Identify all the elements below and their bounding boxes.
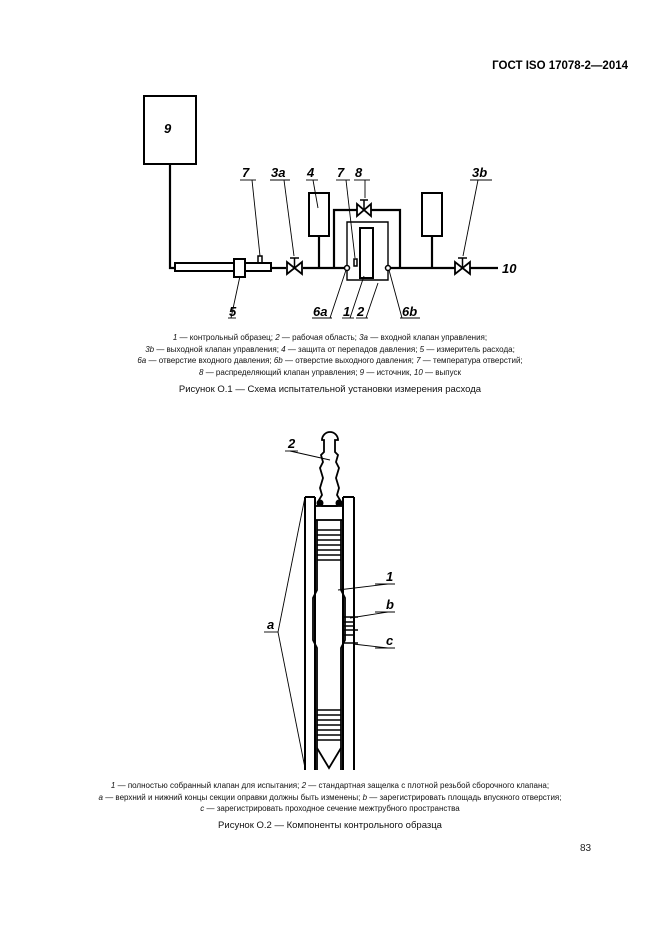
legend-line: a — верхний и нижний концы секции оправк… [98, 792, 562, 802]
legend-line: 6a — отверстие входного давления; 6b — о… [137, 356, 523, 366]
figure1-callouts: 9 7 3a 4 7 8 3b 10 5 6a 1 2 6b [164, 121, 517, 319]
svg-text:6b: 6b [402, 304, 417, 319]
svg-text:a: a [267, 617, 274, 632]
figure1-caption: Рисунок О.1 — Схема испытательной устано… [178, 384, 482, 395]
svg-text:9: 9 [164, 121, 172, 136]
legend-line: c — зарегистрировать проходное сечение м… [200, 804, 460, 814]
page-number: 83 [580, 843, 592, 854]
legend-line: 1 — контрольный образец; 2 — рабочая обл… [172, 333, 488, 342]
svg-text:4: 4 [306, 165, 315, 180]
figure2-legend: 1 — полностью собранный клапан для испыт… [40, 780, 620, 815]
figure2-caption: Рисунок О.2 — Компоненты контрольного об… [218, 820, 442, 831]
svg-text:3a: 3a [271, 165, 285, 180]
svg-text:6a: 6a [313, 304, 327, 319]
svg-text:2: 2 [356, 304, 365, 319]
svg-text:1: 1 [343, 304, 350, 319]
svg-text:5: 5 [229, 304, 237, 319]
legend-line: 3b — выходной клапан управления; 4 — защ… [145, 344, 515, 354]
svg-text:8: 8 [355, 165, 363, 180]
legend-line: 8 — распределяющий клапан управления; 9 … [199, 367, 461, 377]
svg-text:3b: 3b [472, 165, 487, 180]
svg-text:c: c [386, 633, 394, 648]
standard-header: ГОСТ ISO 17078-2—2014 [492, 60, 628, 72]
svg-text:10: 10 [502, 261, 517, 276]
legend-line: 1 — полностью собранный клапан для испыт… [110, 781, 550, 790]
svg-text:7: 7 [242, 165, 250, 180]
svg-text:7: 7 [337, 165, 345, 180]
figure2-callouts: 2 1 b c a [267, 436, 394, 648]
figure1-legend: 1 — контрольный образец; 2 — рабочая обл… [60, 332, 600, 378]
svg-text:1: 1 [386, 569, 393, 584]
svg-text:2: 2 [287, 436, 296, 451]
test-sample-drawing [304, 431, 358, 770]
svg-text:b: b [386, 597, 394, 612]
